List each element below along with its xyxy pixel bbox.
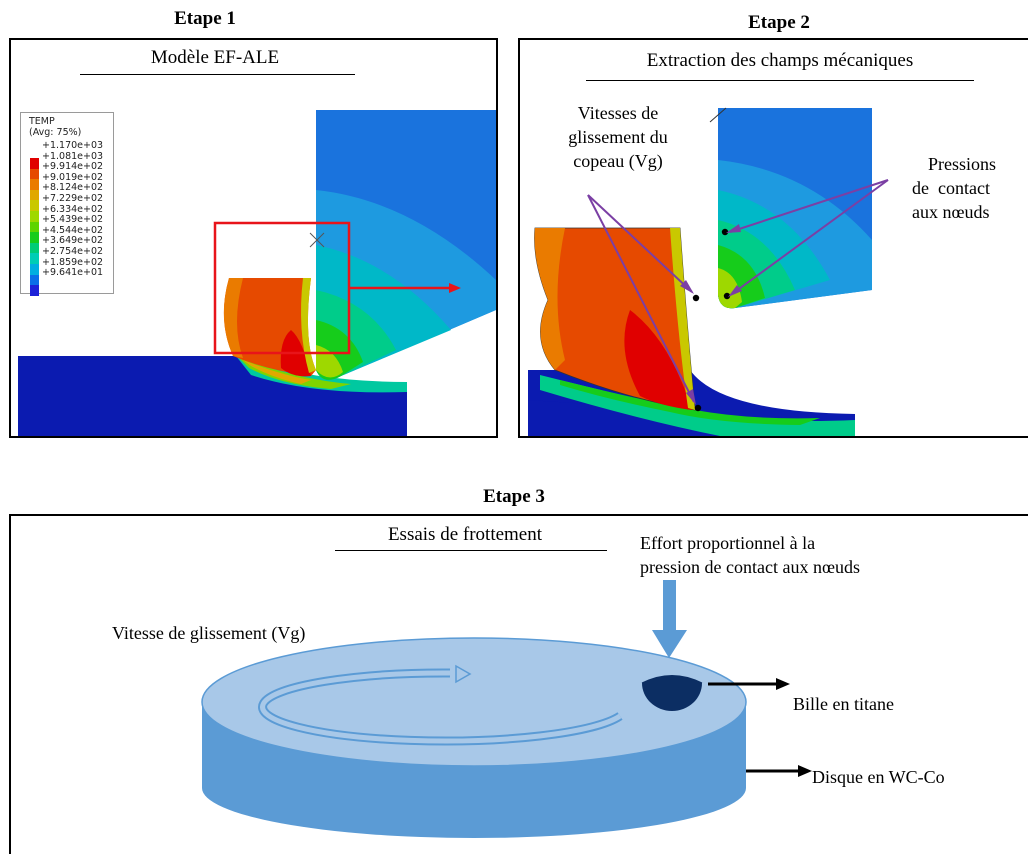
step2-panel-title: Extraction des champs mécaniques [646,50,914,71]
legend-swatch [30,232,39,243]
step1-title: Etape 1 [174,8,236,29]
legend-swatch [30,210,39,222]
temp-legend: TEMP (Avg: 75%) +1.170e+03+1.081e+03+9.9… [20,112,114,296]
pressure-line2: de contact [912,178,990,198]
step2-title-underline [586,80,974,81]
step3-panel-title: Essais de frottement [387,524,543,545]
force-label: Effort proportionnel à la pression de co… [640,531,970,579]
step2-panel [518,38,1028,438]
legend-level: +4.544e+02 [42,224,104,236]
legend-level: +9.019e+02 [42,171,104,183]
legend-swatch [30,200,39,211]
legend-level: +6.334e+02 [42,203,104,215]
legend-swatch [30,285,39,296]
step1-panel-title: Modèle EF-ALE [150,47,280,68]
legend-level: +5.439e+02 [42,214,104,226]
legend-values: +1.170e+03+1.081e+03+9.914e+02+9.019e+02… [42,140,104,279]
legend-level: +9.641e+01 [42,267,104,279]
legend-colorbar [30,158,39,296]
legend-swatch [30,168,39,180]
zoom-arrow-head [449,283,461,293]
step2-zoom-model [528,107,889,436]
step1-title-underline [80,74,355,75]
step3-panel [9,514,1028,854]
tribometer-diagram [201,580,812,838]
legend-swatch [30,189,39,201]
ball-arrow-head [776,678,790,690]
legend-swatch [30,274,39,286]
step3-title: Etape 3 [483,486,545,507]
legend-level: +9.914e+02 [42,161,104,173]
legend-swatch [30,263,39,275]
legend-swatch [30,242,39,254]
legend-swatch [30,179,39,190]
titanium-ball [642,683,702,711]
legend-level: +3.649e+02 [42,235,104,247]
step1-fe-model [18,110,496,436]
legend-level: +7.229e+02 [42,192,104,204]
slip-speed-line2: glissement du [568,127,668,147]
legend-name: TEMP [29,116,55,127]
force-line1: Effort proportionnel à la [640,533,816,553]
legend-level: +2.754e+02 [42,245,104,257]
ball-label: Bille en titane [793,694,894,714]
force-arrow-shaft [663,580,676,630]
slip-speed-line1: Vitesses de [577,103,659,123]
step1-panel [9,38,498,438]
disk-arrow-head [798,765,812,777]
force-line2: pression de contact aux nœuds [640,557,860,577]
legend-swatch [30,253,39,264]
legend-swatch [30,158,39,169]
step3-title-underline [335,550,607,551]
legend-level: +1.170e+03 [42,140,104,151]
slip-speed-line3: copeau (Vg) [573,151,663,171]
legend-level: +8.124e+02 [42,182,104,194]
pressure-label: Pressions de contact aux nœuds [912,152,1028,224]
slip-speed-label: Vitesses de glissement du copeau (Vg) [538,101,698,173]
legend-swatch [30,221,39,233]
force-arrow-head [652,630,687,658]
legend-level: +1.081e+03 [42,150,104,162]
pressure-line1: Pressions [928,154,997,174]
legend-avg: (Avg: 75%) [29,127,82,138]
legend-level: +1.859e+02 [42,256,104,268]
sliding-speed-label: Vitesse de glissement (Vg) [112,623,306,643]
pressure-line3: aux nœuds [912,202,990,222]
step2-title: Etape 2 [748,12,810,33]
disk-label: Disque en WC-Co [812,767,945,787]
